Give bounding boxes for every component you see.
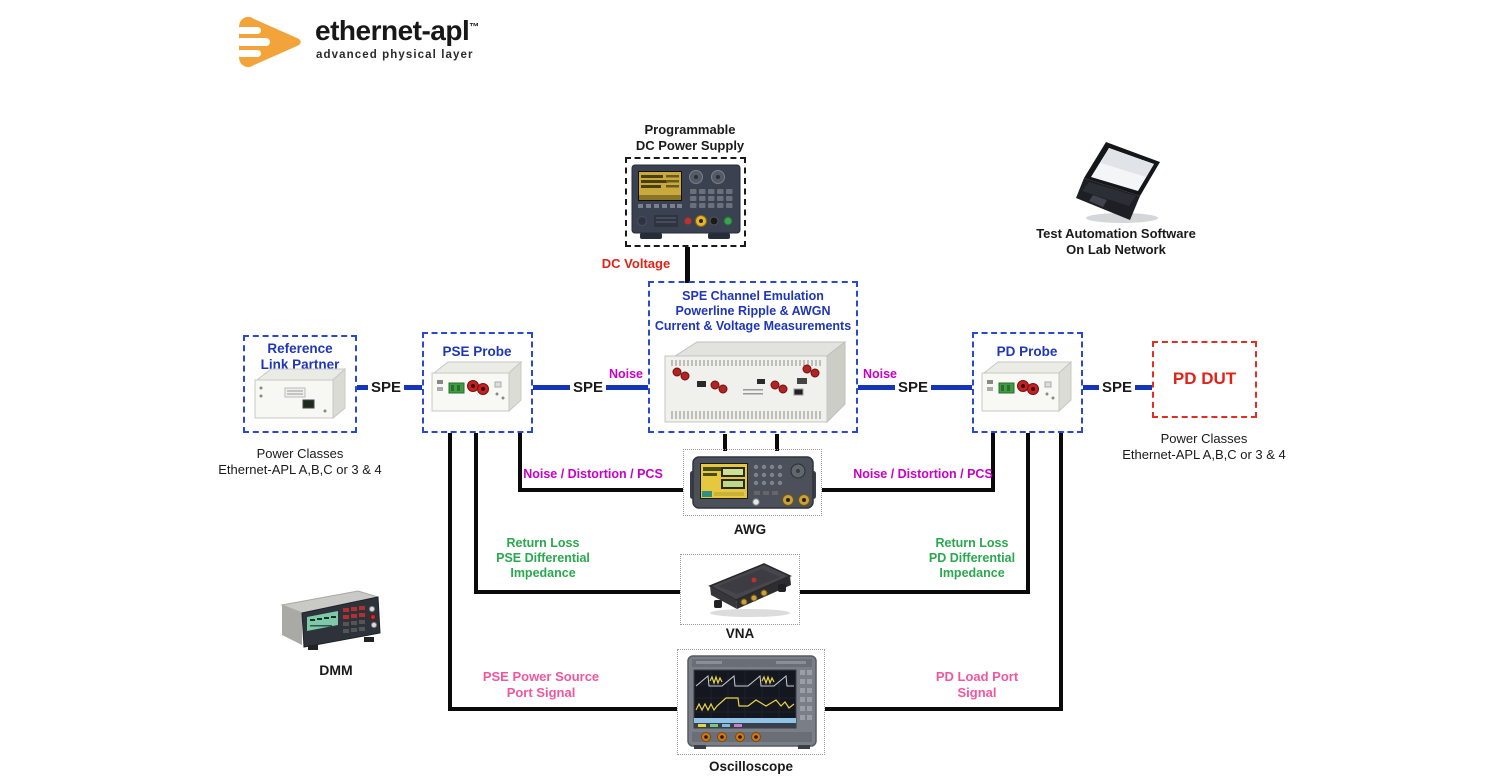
- reference-caption: Power Classes Ethernet-APL A,B,C or 3 & …: [218, 446, 382, 477]
- dmm-label: DMM: [319, 662, 353, 678]
- spe-label-1: SPE: [368, 379, 404, 397]
- emulator-title: SPE Channel Emulation Powerline Ripple &…: [654, 289, 852, 333]
- noise-label-right: Noise: [862, 367, 898, 381]
- oscilloscope-box: [677, 649, 825, 755]
- logo-brand: ethernet-apl™: [315, 15, 479, 47]
- pd-dut-caption: Power Classes Ethernet-APL A,B,C or 3 & …: [1122, 431, 1286, 462]
- reference-image: [254, 367, 347, 420]
- line-emulator-to-awg-2: [775, 434, 779, 451]
- reference-box: [243, 335, 357, 433]
- pd-dut-title: PD DUT: [1172, 369, 1237, 388]
- oscilloscope-label: Oscilloscope: [708, 759, 794, 774]
- line-pse-to-awg-vertical: [518, 433, 522, 492]
- logo-trademark: ™: [469, 22, 480, 33]
- laptop-image: [1076, 142, 1160, 223]
- reference-title: Reference Link Partner: [260, 341, 340, 373]
- line-pd-to-vna-vertical: [1026, 433, 1030, 594]
- dc-supply-title: Programmable DC Power Supply: [635, 122, 745, 153]
- line-pd-to-osc-horizontal: [825, 707, 1063, 711]
- line-pse-to-osc-vertical: [448, 433, 452, 711]
- line-pse-to-osc-horizontal: [448, 707, 677, 711]
- pse-probe-box: [422, 332, 533, 433]
- pd-load-port-label: PD Load Port Signal: [935, 669, 1019, 700]
- vna-label: VNA: [725, 626, 755, 641]
- dc-voltage-label: DC Voltage: [601, 256, 671, 271]
- line-pd-to-awg-vertical: [991, 433, 995, 492]
- spe-label-2: SPE: [570, 379, 606, 397]
- awg-label: AWG: [733, 522, 767, 537]
- oscilloscope-image: [687, 655, 817, 749]
- pd-dut-box: [1152, 341, 1257, 418]
- dc-voltage-line: [685, 247, 690, 283]
- pd-probe-image: [981, 360, 1073, 413]
- vna-box: [680, 554, 800, 625]
- line-pd-to-awg-horizontal: [822, 488, 995, 492]
- return-loss-left-label: Return Loss PSE Differential Impedance: [496, 536, 590, 580]
- return-loss-right-label: Return Loss PD Differential Impedance: [928, 536, 1016, 580]
- spe-label-3: SPE: [895, 379, 931, 397]
- awg-image: [690, 456, 816, 509]
- pse-probe-title: PSE Probe: [442, 344, 512, 359]
- logo-brand-text: ethernet-apl: [315, 15, 470, 46]
- awg-box: [683, 449, 822, 516]
- line-pd-to-osc-vertical: [1059, 433, 1063, 711]
- pd-probe-title: PD Probe: [996, 344, 1058, 359]
- noise-distortion-pcs-left-label: Noise / Distortion / PCS: [523, 467, 663, 481]
- laptop-caption: Test Automation Software On Lab Network: [1036, 226, 1196, 257]
- vna-image: [708, 563, 792, 617]
- pd-probe-box: [972, 332, 1083, 433]
- dc-supply-image: [631, 164, 741, 239]
- emulator-image: [664, 340, 847, 424]
- spe-label-4: SPE: [1099, 379, 1135, 397]
- line-emulator-to-awg-1: [723, 434, 727, 451]
- line-pse-to-awg-horizontal: [518, 488, 683, 492]
- dmm-image: [280, 590, 381, 650]
- line-pse-to-vna-horizontal: [474, 590, 680, 594]
- pse-probe-image: [431, 360, 523, 413]
- noise-distortion-pcs-right-label: Noise / Distortion / PCS: [853, 467, 993, 481]
- line-pse-to-vna-vertical: [474, 433, 478, 594]
- logo-arrow-icon: [237, 16, 301, 68]
- noise-label-left: Noise: [608, 367, 644, 381]
- logo-tagline: advanced physical layer: [316, 49, 474, 61]
- emulator-box: [648, 281, 858, 433]
- dc-supply-box: [625, 157, 746, 247]
- pse-power-source-label: PSE Power Source Port Signal: [482, 669, 600, 700]
- line-pd-to-vna-horizontal: [800, 590, 1030, 594]
